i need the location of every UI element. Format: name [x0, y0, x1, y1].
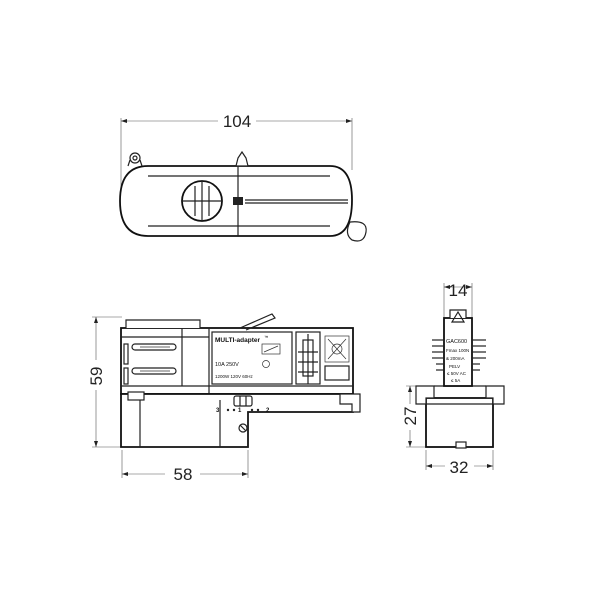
dim-label-14: 14 [449, 281, 468, 300]
side-pin-block [295, 331, 321, 385]
phase-marker-3: 3 [216, 408, 220, 414]
end-rating-label: Fmax 100N [446, 348, 469, 353]
rating-label: 10A 250V [215, 362, 239, 368]
top-left-lug [127, 152, 143, 167]
dimension-side-height: 59 [87, 316, 122, 448]
dim-label-58: 58 [174, 465, 193, 484]
dimension-side-width: 58 [121, 450, 249, 484]
top-pull-tab [346, 221, 367, 242]
side-view: 59 58 [87, 313, 361, 484]
end-spec-label: ≤ 50V AC [447, 371, 467, 376]
end-code-label: GAC600 [446, 339, 467, 345]
phase-marker-2: 2 [266, 408, 270, 414]
phase-marker-1: 1 [238, 408, 242, 414]
top-nub [235, 150, 249, 167]
end-fins [432, 339, 486, 371]
dim-label-104: 104 [223, 112, 251, 131]
disposal-symbol-icon [324, 335, 350, 363]
phase-selector: 3 1 2 [216, 395, 270, 414]
dimension-end-width-bottom: 32 [425, 450, 494, 477]
end-type-label: PELV [449, 364, 460, 369]
top-view: 104 [119, 112, 367, 242]
power-label: 1200W 120V 60Hz [215, 374, 254, 379]
product-label: MULTI-adapter [215, 337, 260, 344]
trademark-label: ™ [264, 335, 269, 340]
end-rating2-label: & 200mA [446, 356, 465, 361]
end-mast-label: GAC600 Fmax 100N & 200mA PELV ≤ 50V AC ≤… [446, 339, 469, 383]
dimension-top-width: 104 [120, 112, 353, 188]
end-lower-box [425, 397, 494, 448]
dimension-end-height: 27 [401, 385, 432, 448]
dim-label-59: 59 [87, 367, 106, 386]
side-left-slots [123, 343, 177, 385]
side-label-panel: MULTI-adapter ™ 10A 250V 1200W 120V 60Hz [211, 331, 293, 385]
top-rotary-knob [181, 180, 223, 222]
dim-label-27: 27 [401, 407, 420, 426]
dimension-end-width-top: 14 [443, 281, 473, 318]
end-view: 14 27 32 [401, 281, 505, 477]
side-spring-lever [239, 313, 276, 331]
end-current-label: ≤ 5A [451, 378, 460, 383]
dim-label-32: 32 [450, 458, 469, 477]
